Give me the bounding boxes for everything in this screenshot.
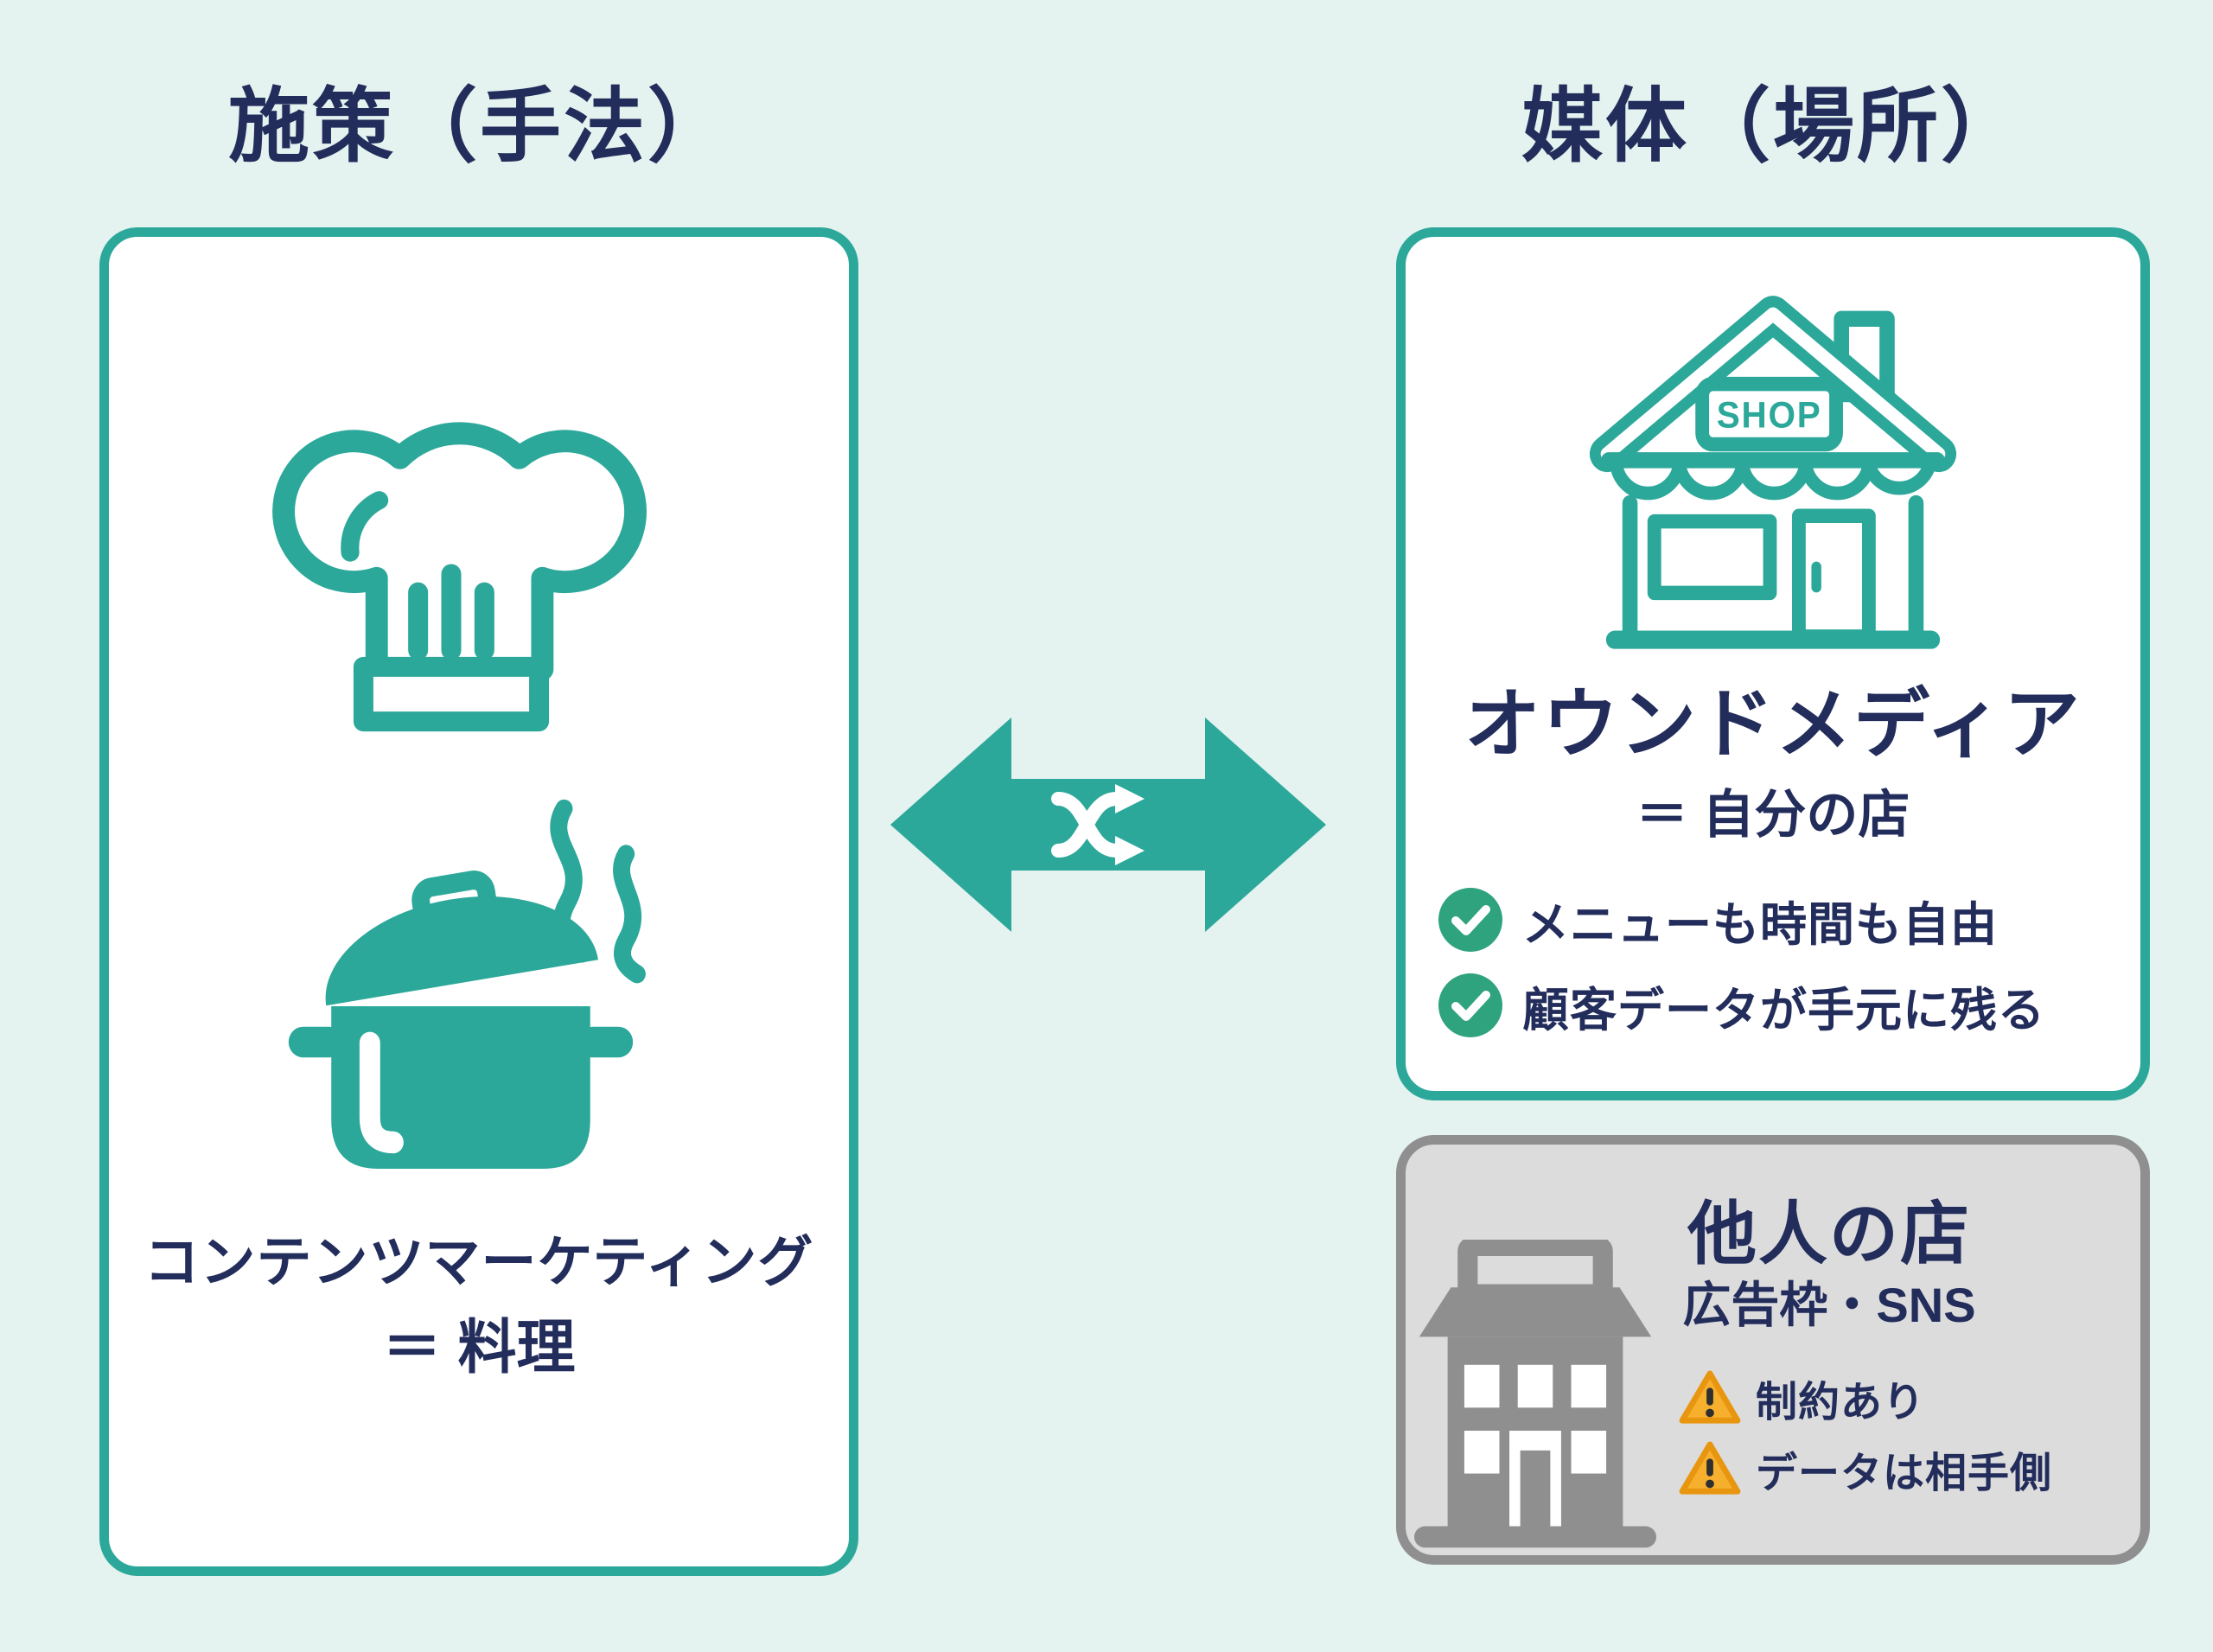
chef-hat-icon: [272, 422, 647, 732]
warning-item-label: 制約あり: [1756, 1380, 1926, 1426]
check-item: メニューも時間も自由: [1438, 877, 1998, 963]
warning-item-label: データは相手側: [1756, 1451, 2053, 1496]
check-icon: [1438, 888, 1502, 952]
shuffle-icon: [1051, 784, 1145, 865]
owned-media-card: SHOP オウンドメディア ＝ 自分の店 メニューも時間も自由 顧客デ: [1396, 227, 2150, 1100]
measures-caption-line2: ＝ 料理: [382, 1315, 576, 1381]
measures-card: コンテンツマーケティング ＝ 料理: [99, 227, 858, 1576]
warning-icon: [1679, 1441, 1741, 1495]
shop-icon: SHOP: [1589, 296, 1957, 649]
check-item-label: 顧客データが手元に残る: [1522, 984, 2045, 1036]
column-header-measures: 施策（手法）: [227, 80, 731, 171]
check-item-label: メニューも時間も自由: [1522, 898, 1998, 951]
column-header-media: 媒体（場所）: [1521, 80, 2025, 171]
owned-media-subtitle: ＝ 自分の店: [1636, 786, 1910, 844]
check-item: 顧客データが手元に残る: [1438, 962, 2045, 1049]
exchange-arrow: [890, 718, 1326, 932]
owned-media-title: オウンドメディア: [1464, 681, 2082, 767]
cooking-pot-icon: [288, 799, 646, 1169]
building-icon: [1414, 1240, 1656, 1548]
other-shop-card: 他人の店 広告枠・SNS 制約あり データは相手側: [1396, 1135, 2150, 1565]
measures-caption: コンテンツマーケティング ＝ 料理: [109, 1221, 849, 1392]
other-shop-heading: 他人の店 広告枠・SNS: [1561, 1193, 2097, 1334]
measures-caption-line1: コンテンツマーケティング: [143, 1231, 814, 1293]
warning-item: 制約あり: [1678, 1368, 1925, 1428]
warning-item: データは相手側: [1678, 1438, 2052, 1499]
warning-icon: [1679, 1370, 1741, 1424]
other-shop-subtitle: 広告枠・SNS: [1682, 1278, 1976, 1332]
check-icon: [1438, 973, 1502, 1037]
shop-sign-label: SHOP: [1717, 395, 1822, 436]
other-shop-title: 他人の店: [1687, 1196, 1971, 1272]
